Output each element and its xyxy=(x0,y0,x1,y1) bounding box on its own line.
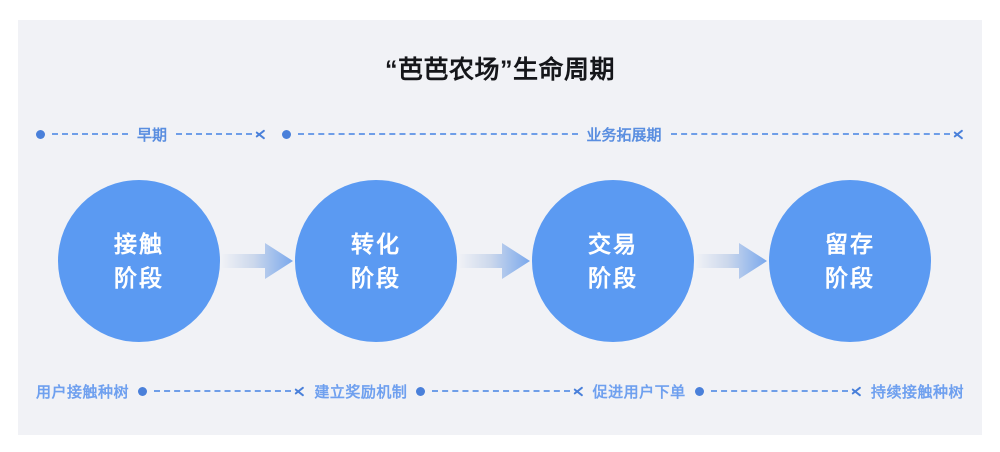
stage-label-line2: 阶段 xyxy=(114,265,164,291)
phase-track-expansion: 业务拓展期 xyxy=(282,120,964,148)
flow-arrow-icon xyxy=(695,243,767,279)
stage-label-line1: 转化 xyxy=(351,230,401,257)
stage-circle-conversion[interactable]: 转化 阶段 xyxy=(295,180,457,342)
dot-icon xyxy=(694,386,704,396)
dashed-line xyxy=(670,133,951,135)
diagram-canvas: “芭芭农场”生命周期 早期 业务拓展期 接触 阶段 xyxy=(18,20,982,435)
dot-icon xyxy=(138,386,148,396)
arrow-right-icon xyxy=(294,384,305,398)
arrow-right-icon xyxy=(851,384,862,398)
dashed-line xyxy=(298,133,578,135)
stage-label-line2: 阶段 xyxy=(351,265,401,291)
caption-connector xyxy=(694,384,862,398)
stage-label-line1: 交易 xyxy=(588,230,638,257)
dot-icon xyxy=(282,129,291,139)
dashed-line xyxy=(154,390,292,392)
dashed-line xyxy=(710,390,848,392)
arrow-right-icon xyxy=(573,384,584,398)
stage-label-line2: 阶段 xyxy=(825,265,875,291)
stage-circle-retention[interactable]: 留存 阶段 xyxy=(769,180,931,342)
caption-contact: 用户接触种树 xyxy=(36,383,130,401)
dot-icon xyxy=(416,386,426,396)
page-title: “芭芭农场”生命周期 xyxy=(384,56,615,84)
dot-icon xyxy=(36,129,45,139)
stage-circle-contact[interactable]: 接触 阶段 xyxy=(58,180,220,342)
flow-arrow-icon xyxy=(221,243,293,279)
caption-continuous: 持续接触种树 xyxy=(870,383,964,401)
flow-arrow-icon xyxy=(458,243,530,279)
caption-track: 用户接触种树 建立奖励机制 促进用户下单 持续接触种树 xyxy=(36,378,964,404)
stage-label-line1: 接触 xyxy=(114,230,164,257)
phase-label-expansion: 业务拓展期 xyxy=(586,126,662,144)
arrow-right-icon xyxy=(953,127,964,141)
dashed-line xyxy=(432,390,570,392)
caption-connector xyxy=(416,384,583,398)
dashed-line xyxy=(52,133,128,135)
stage-row: 接触 阶段 转化 阶段 交易 阶段 xyxy=(18,180,982,350)
stage-circle-transaction[interactable]: 交易 阶段 xyxy=(532,180,694,342)
stage-label-line2: 阶段 xyxy=(588,265,638,291)
caption-order: 促进用户下单 xyxy=(592,383,686,401)
stage-label-line1: 留存 xyxy=(825,230,875,257)
caption-connector xyxy=(138,384,305,398)
phase-label-early: 早期 xyxy=(137,126,168,144)
dashed-line xyxy=(176,133,253,135)
arrow-right-icon xyxy=(255,127,266,141)
phase-track-early: 早期 xyxy=(36,120,266,148)
caption-reward: 建立奖励机制 xyxy=(314,383,408,401)
